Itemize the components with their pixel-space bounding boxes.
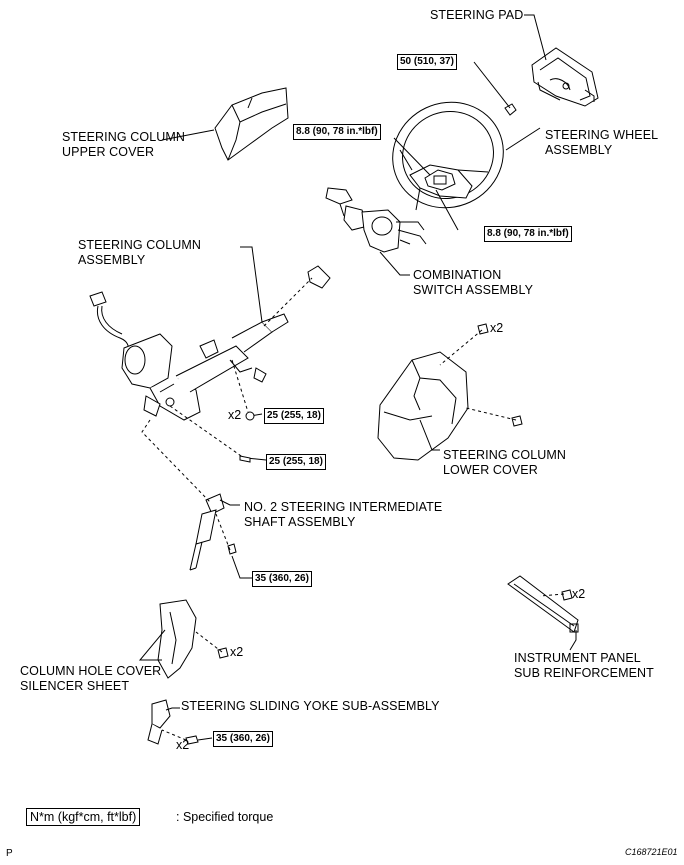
torque-wheel-right: 8.8 (90, 78 in.*lbf) [484,226,572,242]
label-instrument-panel-2: SUB REINFORCEMENT [514,666,654,680]
label-column-assembly-2: ASSEMBLY [78,253,146,267]
label-steering-wheel-2: ASSEMBLY [545,143,613,157]
label-instrument-panel: INSTRUMENT PANEL [514,651,641,665]
steering-pad-part [531,47,599,107]
combination-switch-part [325,187,427,253]
label-silencer-sheet: COLUMN HOLE COVER [20,664,162,678]
label-sliding-yoke: STEERING SLIDING YOKE SUB-ASSEMBLY [181,699,440,713]
instrument-reinforcement-part [507,575,579,633]
multiplier-yoke: x2 [176,738,190,752]
label-intermediate-shaft-2: SHAFT ASSEMBLY [244,515,356,529]
label-silencer-sheet-2: SILENCER SHEET [20,679,130,693]
sliding-yoke-part [147,699,171,745]
label-steering-pad: STEERING PAD [430,8,524,22]
figure-code: C168721E01 [625,847,678,857]
torque-yoke: 35 (360, 26) [213,731,273,747]
intermediate-shaft-part [189,493,225,571]
torque-column-lower: 25 (255, 18) [266,454,326,470]
steering-wheel-part [392,101,504,211]
legend-description: : Specified torque [176,810,274,824]
label-lower-cover: STEERING COLUMN [443,448,567,462]
steering-column-part [89,291,289,421]
multiplier-instrument: x2 [572,587,586,601]
multiplier-silencer: x2 [230,645,244,659]
label-lower-cover-2: LOWER COVER [443,463,538,477]
label-combination-switch: COMBINATION [413,268,502,282]
label-intermediate-shaft: NO. 2 STEERING INTERMEDIATE [244,500,443,514]
label-column-assembly: STEERING COLUMN [78,238,202,252]
torque-column-upper: 25 (255, 18) [264,408,324,424]
torque-intermediate: 35 (360, 26) [252,571,312,587]
multiplier-column-nut: x2 [228,408,242,422]
label-combination-switch-2: SWITCH ASSEMBLY [413,283,534,297]
label-steering-wheel: STEERING WHEEL [545,128,659,142]
upper-cover-part [214,87,289,161]
label-upper-cover: STEERING COLUMN [62,130,186,144]
lower-cover-part [377,351,469,461]
legend-torque-unit: N*m (kgf*cm, ft*lbf) [26,808,141,826]
page-letter: P [6,848,13,859]
silencer-sheet-part [157,599,197,679]
multiplier-lower-cover: x2 [490,321,504,335]
torque-wheel-left: 8.8 (90, 78 in.*lbf) [293,124,381,140]
label-upper-cover-2: UPPER COVER [62,145,155,159]
torque-pad: 50 (510, 37) [397,54,457,70]
